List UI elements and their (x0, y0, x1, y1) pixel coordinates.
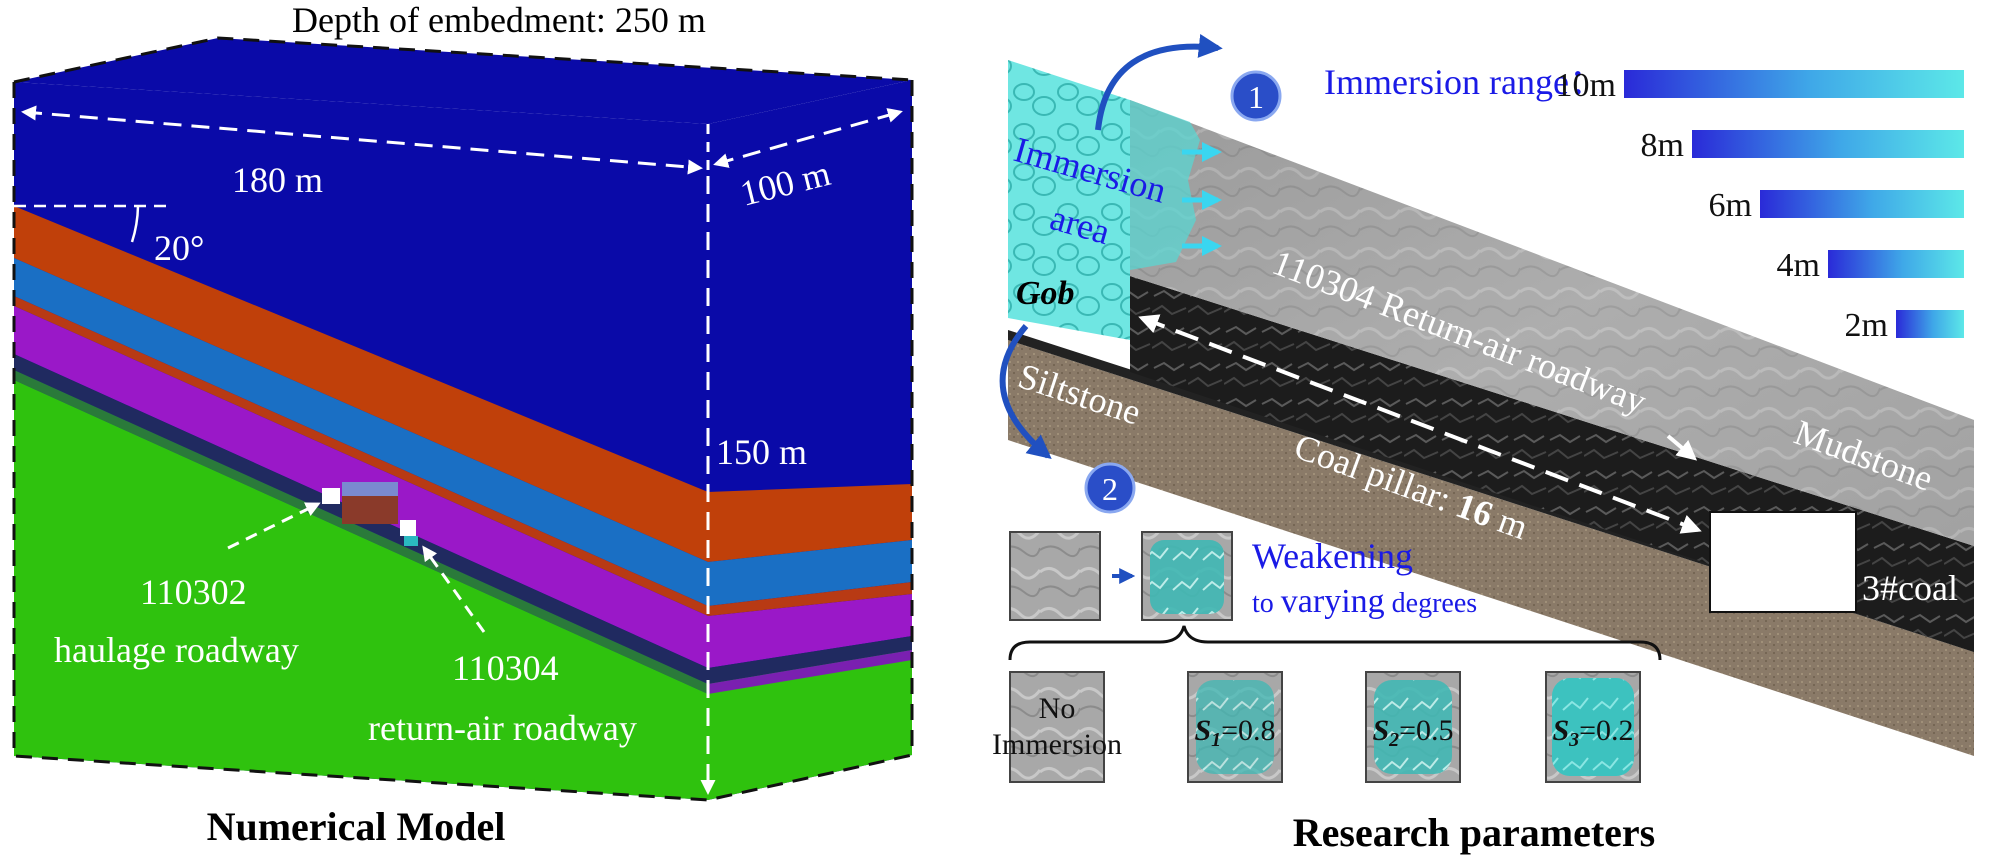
weakening-line1: Weakening (1252, 536, 1413, 576)
stratum-green-dark (14, 370, 708, 694)
coal-pillar-arrow (1138, 314, 1702, 534)
left-caption: Numerical Model (207, 804, 506, 849)
stratum-floor (14, 380, 708, 800)
roadway2-name: return-air roadway (368, 708, 637, 748)
case-s3: S3=0.2 (1545, 671, 1641, 783)
pillar-zone-light (342, 482, 398, 496)
curve-arrow-2 (999, 324, 1052, 460)
width-arrow (713, 108, 903, 168)
step-1-circle (1230, 70, 1282, 122)
length-arrow (21, 105, 703, 175)
angle-arc (130, 205, 140, 243)
right-caption: Research parameters (1293, 810, 1655, 855)
case-s1: S1=0.8 (1187, 671, 1283, 783)
immersion-fringe (1130, 100, 1200, 270)
case-no-immersion: No Immersion (992, 671, 1122, 783)
block-top-face (14, 38, 912, 124)
s1-label: S1=0.8 (1194, 714, 1275, 751)
stratum-light-blue (14, 258, 708, 606)
depth-label: Depth of embedment: 250 m (292, 0, 706, 40)
roadway-pointer (1666, 434, 1698, 461)
gob-label: Gob (1016, 275, 1075, 312)
research-parameters: 1 2 Immersion range： Immersion range： 10… (992, 33, 1992, 855)
right-dark (708, 636, 912, 684)
immersion-bar-label: 10m (1556, 67, 1616, 104)
immersion-bar (1896, 310, 1964, 338)
immersion-bar-label: 4m (1777, 247, 1820, 284)
roadway-110302 (322, 488, 340, 504)
pointer-110302 (227, 502, 321, 550)
immersion-bar (1760, 190, 1964, 218)
roadway1-id: 110302 (140, 572, 247, 612)
brace (1008, 625, 1662, 661)
step-2-label: 2 (1102, 471, 1118, 507)
weakening-line2: to varying degrees (1252, 583, 1477, 620)
immersion-bar-label: 6m (1709, 187, 1752, 224)
length-label: 180 m (232, 160, 323, 200)
right-purple (708, 594, 912, 668)
sample-dry (1009, 531, 1101, 621)
s2-label: S2=0.5 (1372, 714, 1453, 751)
immersion-bar-label: 8m (1641, 127, 1684, 164)
right-purple-low (708, 650, 912, 694)
case-s2: S2=0.5 (1365, 671, 1461, 783)
immersion-bar-label: 2m (1845, 307, 1888, 344)
roadway1-name: haulage roadway (54, 630, 299, 670)
numerical-model: Depth of embedment: 250 m 180 m 100 m 15… (12, 0, 914, 849)
return-air-roadway (1709, 511, 1857, 613)
pointer-110304 (422, 545, 486, 633)
curve-arrow-1 (1095, 33, 1223, 131)
immersion-range-label: Immersion range： (1324, 62, 1605, 102)
roadway-110304 (400, 520, 416, 536)
right-light-blue (708, 540, 912, 606)
stratum-thin-red (14, 296, 708, 616)
coal-label: 3#coal (1862, 568, 1958, 608)
step-2-circle (1084, 462, 1136, 514)
angle-label: 20° (154, 228, 204, 268)
no-immersion-line2: Immersion (992, 728, 1122, 761)
roadway2-id: 110304 (452, 648, 559, 688)
step-1-label: 1 (1248, 79, 1264, 115)
no-immersion-line1: No (1039, 692, 1076, 725)
immersion-bar (1828, 250, 1964, 278)
right-red (708, 484, 912, 562)
immersion-bar (1624, 70, 1964, 98)
immersion-bar (1692, 130, 1964, 158)
right-floor (708, 650, 912, 800)
stratum-red (14, 206, 708, 562)
sample-wet-overlay (1150, 540, 1224, 614)
right-thin (708, 582, 912, 616)
height-label: 150 m (716, 432, 807, 472)
roadway-cyan (404, 536, 418, 546)
immersion-range-bars: 10m 8m 6m 4m 2m (1556, 67, 1964, 344)
s3-label: S3=0.2 (1552, 714, 1633, 751)
